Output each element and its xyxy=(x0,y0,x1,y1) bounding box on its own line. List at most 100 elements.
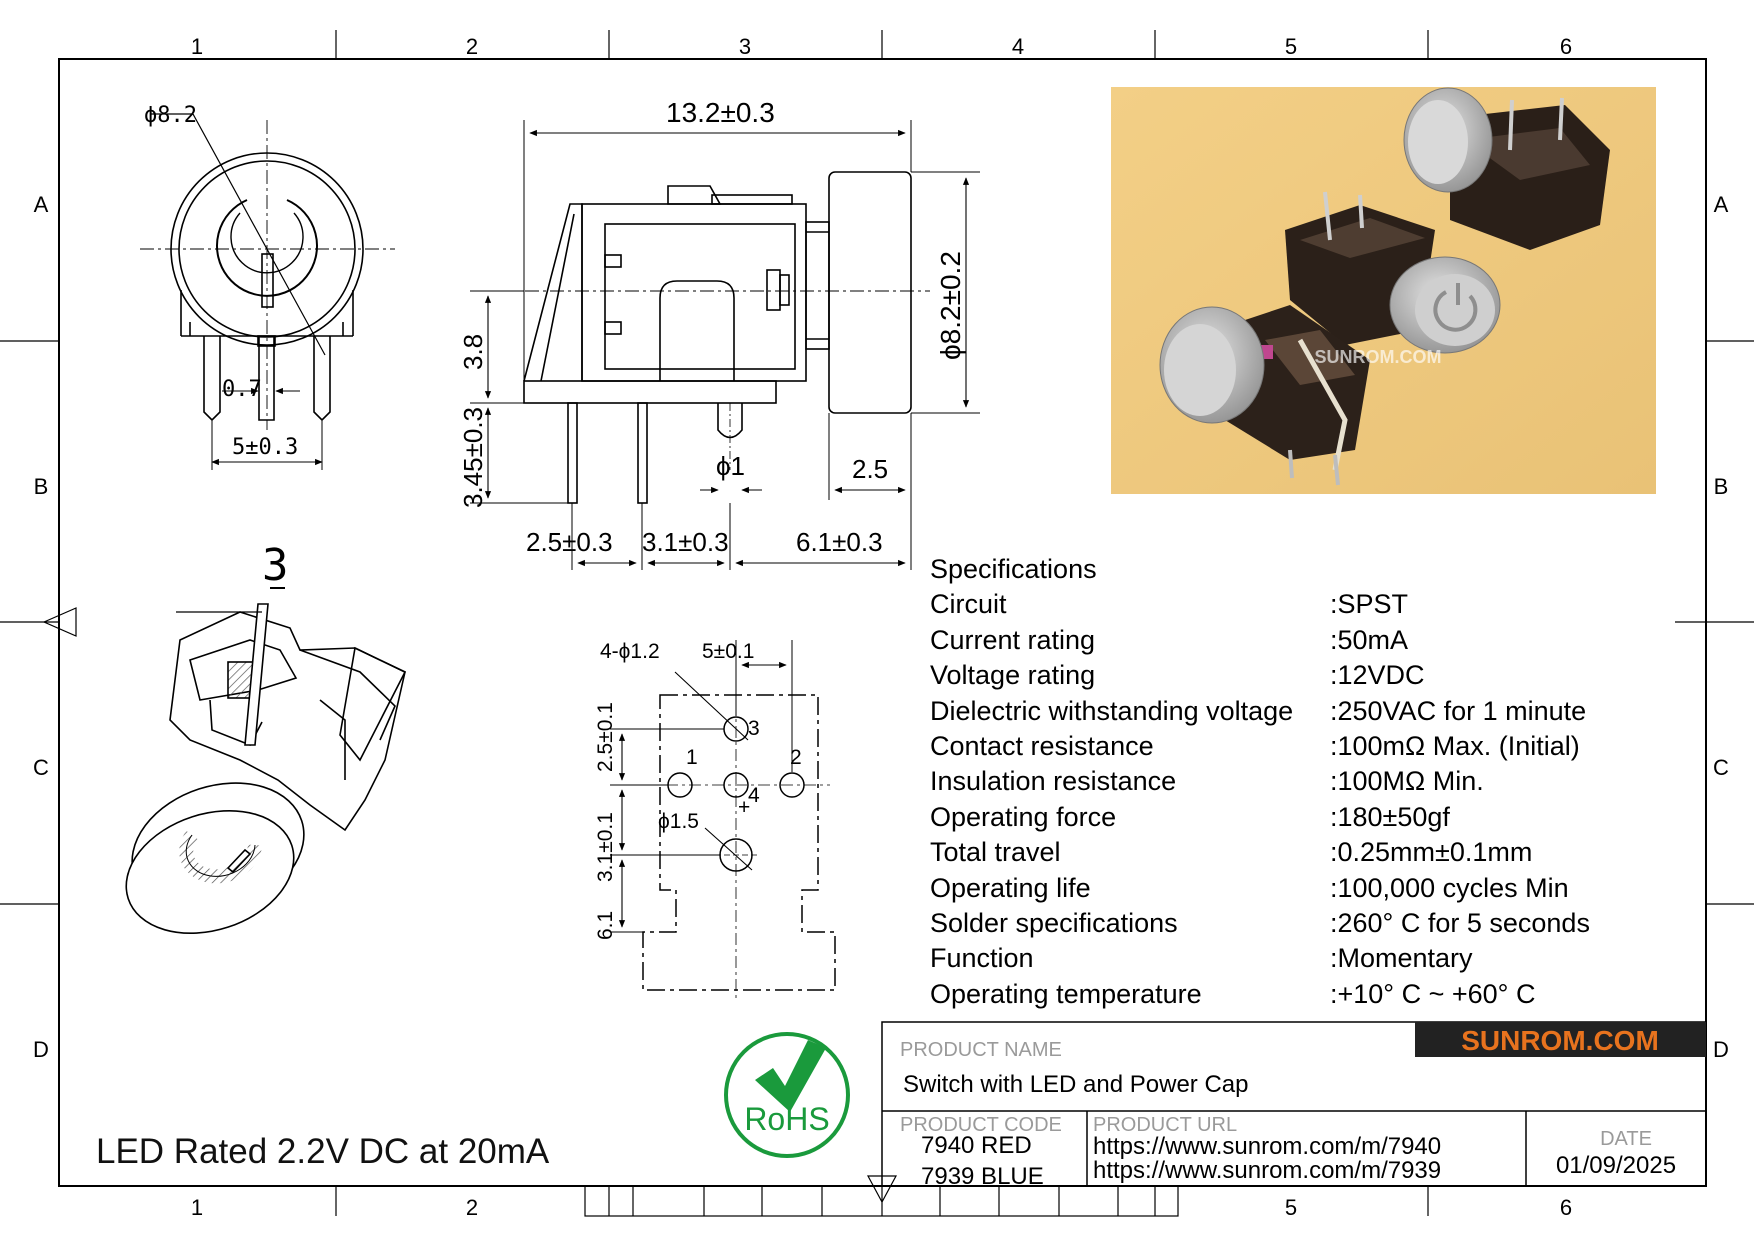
switch-photo-3 xyxy=(1159,305,1370,486)
side-length-label: 13.2±0.3 xyxy=(666,97,775,128)
zone-label-right: B xyxy=(1714,474,1729,499)
side-pin-spacing-1-label: 2.5±0.3 xyxy=(526,527,613,557)
spec-value: :12VDC xyxy=(1330,660,1425,691)
footprint-pin-3-label: 3 xyxy=(748,717,760,740)
photo-watermark: SUNROM.COM xyxy=(1315,347,1442,367)
product-url-link[interactable]: https://www.sunrom.com/m/7940 xyxy=(1093,1133,1441,1160)
isometric-view-drawing xyxy=(125,587,407,935)
side-led-lead-label: ϕ1 xyxy=(716,451,745,481)
spec-row: Voltage rating :12VDC xyxy=(930,658,1630,693)
product-code-label: PRODUCT CODE xyxy=(900,1114,1062,1136)
product-code-red: 7940 RED xyxy=(921,1132,1032,1159)
spec-label: Insulation resistance xyxy=(930,766,1177,797)
zone-label-right: D xyxy=(1713,1037,1729,1062)
zone-label-bottom: 6 xyxy=(1560,1195,1572,1220)
footprint-led-plus-label: + xyxy=(738,796,750,819)
zone-label-top: 5 xyxy=(1285,34,1297,59)
product-name-label: PRODUCT NAME xyxy=(900,1039,1062,1061)
product-url-label: PRODUCT URL xyxy=(1093,1114,1237,1136)
side-cap-diameter-label: ϕ8.2±0.2 xyxy=(935,251,966,360)
spec-label: Dielectric withstanding voltage xyxy=(930,695,1294,726)
front-view-drawing xyxy=(140,113,395,470)
date-label: DATE xyxy=(1600,1128,1652,1150)
front-pin-width-label: 0.7 xyxy=(222,377,262,402)
spec-row: Dielectric withstanding voltage :250VAC f… xyxy=(930,694,1630,729)
footprint-pin-2-label: 2 xyxy=(790,746,802,769)
brand-logo-text: SUNROM.COM xyxy=(1461,1025,1659,1056)
side-body-height-label: 3.8 xyxy=(458,334,488,370)
spec-label: Contact resistance xyxy=(930,730,1154,761)
side-pin-spacing-2-label: 3.1±0.3 xyxy=(642,527,729,557)
switch-photo-2 xyxy=(1285,191,1501,354)
rohs-text: RoHS xyxy=(744,1101,829,1137)
side-pin-spacing-3-label: 6.1±0.3 xyxy=(796,527,883,557)
zone-label-left: B xyxy=(34,474,49,499)
side-cap-length-label: 2.5 xyxy=(852,454,888,484)
spec-row: Operating temperature :+10° C ~ +60° C xyxy=(930,977,1630,1012)
spec-row: Operating life :100,000 cycles Min xyxy=(930,871,1630,906)
footprint-pin-4-label: 4 xyxy=(748,784,760,807)
iso-callout-label: 3 xyxy=(262,540,289,591)
spec-label: Operating life xyxy=(930,872,1091,903)
front-pin-pitch-label: 5±0.3 xyxy=(232,435,298,460)
footprint-pin-1-label: 1 xyxy=(686,746,698,769)
spec-label: Current rating xyxy=(930,624,1096,655)
spec-row: Total travel :0.25mm±0.1mm xyxy=(930,835,1630,870)
zone-label-left: C xyxy=(33,755,49,780)
specifications-title: Specifications xyxy=(930,554,1097,584)
spec-row: Insulation resistance :100MΩ Min. xyxy=(930,764,1630,799)
spec-row: Operating force :180±50gf xyxy=(930,800,1630,835)
spec-label: Voltage rating xyxy=(930,660,1096,691)
product-url-link[interactable]: https://www.sunrom.com/m/7939 xyxy=(1093,1157,1441,1184)
zone-label-bottom: 2 xyxy=(466,1195,478,1220)
zone-label-bottom: 5 xyxy=(1285,1195,1297,1220)
date-value: 01/09/2025 xyxy=(1556,1152,1676,1179)
spec-value: :0.25mm±0.1mm xyxy=(1330,837,1533,868)
spec-label: Total travel xyxy=(930,837,1061,868)
footprint-holes-label: 4-ϕ1.2 xyxy=(600,640,660,663)
spec-value: :100mΩ Max. (Initial) xyxy=(1330,730,1580,761)
rohs-check-icon xyxy=(755,1040,826,1112)
zone-label-top: 1 xyxy=(191,34,203,59)
spec-row: Current rating :50mA xyxy=(930,623,1630,658)
spec-label: Circuit xyxy=(930,589,1007,620)
spec-label: Function xyxy=(930,943,1034,974)
side-view-drawing xyxy=(470,120,980,570)
specifications-table: Specifications Circuit :SPST Current rati… xyxy=(930,552,1630,1012)
spec-label: Solder specifications xyxy=(930,907,1178,938)
footprint-dim-c-label: 6.1 xyxy=(594,911,617,940)
zone-label-top: 6 xyxy=(1560,34,1572,59)
spec-row: Function :Momentary xyxy=(930,941,1630,976)
footprint-pitch-label: 5±0.1 xyxy=(702,640,754,663)
product-photo: SUNROM.COM xyxy=(1111,87,1656,494)
product-name: Switch with LED and Power Cap xyxy=(903,1071,1249,1098)
front-diameter-label: ϕ8.2 xyxy=(144,103,197,128)
brand-logo xyxy=(1415,1022,1706,1057)
spec-value: :+10° C ~ +60° C xyxy=(1330,978,1536,1009)
pcb-footprint-drawing xyxy=(610,640,836,1000)
side-pin-length-label: 3.45±0.3 xyxy=(458,407,488,508)
footprint-dim-a-label: 2.5±0.1 xyxy=(594,702,617,772)
spec-value: :50mA xyxy=(1330,624,1409,655)
switch-photo-1 xyxy=(1403,87,1610,250)
spec-value: :100MΩ Min. xyxy=(1330,766,1484,797)
spec-value: :Momentary xyxy=(1330,943,1473,974)
footprint-dim-b-label: 3.1±0.1 xyxy=(594,812,617,882)
spec-value: :100,000 cycles Min xyxy=(1330,872,1569,903)
zone-label-top: 4 xyxy=(1012,34,1024,59)
spec-value: :SPST xyxy=(1330,589,1409,620)
zone-label-top: 3 xyxy=(739,34,751,59)
product-code-blue: 7939 BLUE xyxy=(921,1163,1044,1190)
zone-label-top: 2 xyxy=(466,34,478,59)
spec-value: :180±50gf xyxy=(1330,801,1450,832)
spec-label: Operating temperature xyxy=(930,978,1202,1009)
zone-label-right: A xyxy=(1714,192,1729,217)
zone-label-left: D xyxy=(33,1037,49,1062)
spec-label: Operating force xyxy=(930,801,1117,832)
spec-row: Contact resistance :100mΩ Max. (Initial) xyxy=(930,729,1630,764)
rohs-badge: RoHS xyxy=(724,1032,850,1158)
spec-value: :260° C for 5 seconds xyxy=(1330,907,1590,938)
led-rating-note: LED Rated 2.2V DC at 20mA xyxy=(96,1132,550,1171)
spec-value: :250VAC for 1 minute xyxy=(1330,695,1587,726)
